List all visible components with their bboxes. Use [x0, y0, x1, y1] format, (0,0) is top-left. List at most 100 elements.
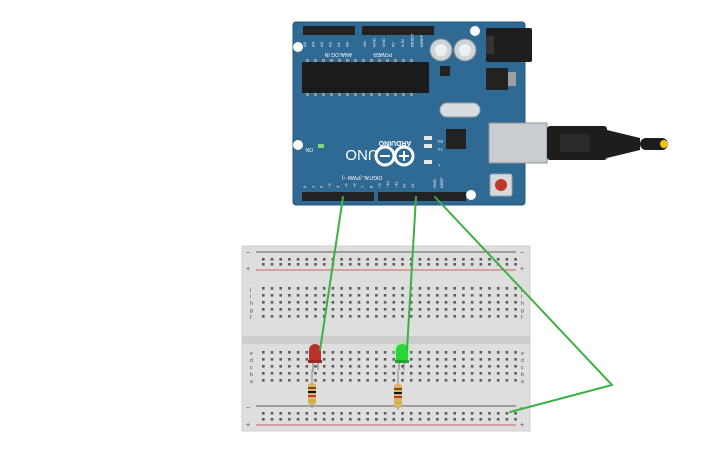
breadboard-hole[interactable]: [418, 372, 422, 375]
breadboard-hole[interactable]: [314, 301, 317, 304]
breadboard-hole[interactable]: [496, 258, 500, 261]
breadboard-hole[interactable]: [314, 263, 317, 266]
breadboard-hole[interactable]: [262, 263, 265, 266]
breadboard-hole[interactable]: [296, 258, 300, 261]
breadboard-hole[interactable]: [418, 358, 422, 361]
breadboard-hole[interactable]: [262, 308, 265, 311]
breadboard-hole[interactable]: [436, 418, 439, 421]
breadboard-hole[interactable]: [418, 412, 422, 415]
breadboard-hole[interactable]: [401, 418, 404, 421]
breadboard-hole[interactable]: [340, 365, 343, 368]
breadboard-hole[interactable]: [462, 358, 465, 361]
breadboard-hole[interactable]: [514, 351, 517, 354]
breadboard-hole[interactable]: [296, 263, 300, 266]
breadboard-hole[interactable]: [427, 258, 430, 261]
digital-header-low[interactable]: [302, 192, 374, 201]
breadboard-hole[interactable]: [349, 358, 352, 361]
breadboard-hole[interactable]: [375, 258, 378, 261]
breadboard-hole[interactable]: [314, 379, 317, 382]
breadboard-hole[interactable]: [322, 263, 326, 266]
breadboard-hole[interactable]: [262, 287, 265, 290]
breadboard-hole[interactable]: [444, 351, 448, 354]
breadboard-hole[interactable]: [270, 418, 274, 421]
breadboard-hole[interactable]: [453, 379, 456, 382]
breadboard-hole[interactable]: [375, 365, 378, 368]
breadboard-hole[interactable]: [392, 365, 396, 368]
breadboard-hole[interactable]: [340, 372, 343, 375]
breadboard-hole[interactable]: [288, 365, 291, 368]
breadboard-hole[interactable]: [340, 315, 343, 318]
breadboard-hole[interactable]: [288, 315, 291, 318]
breadboard-hole[interactable]: [392, 412, 396, 415]
breadboard-hole[interactable]: [505, 263, 509, 266]
breadboard-hole[interactable]: [401, 294, 404, 297]
breadboard-hole[interactable]: [375, 412, 378, 415]
breadboard-hole[interactable]: [288, 258, 291, 261]
breadboard-hole[interactable]: [479, 301, 483, 304]
breadboard-hole[interactable]: [444, 287, 448, 290]
breadboard-hole[interactable]: [505, 258, 509, 261]
breadboard-hole[interactable]: [296, 294, 300, 297]
breadboard-hole[interactable]: [453, 412, 456, 415]
breadboard-hole[interactable]: [462, 365, 465, 368]
breadboard-hole[interactable]: [479, 258, 483, 261]
breadboard-hole[interactable]: [514, 301, 517, 304]
breadboard-hole[interactable]: [305, 263, 309, 266]
breadboard-hole[interactable]: [444, 258, 448, 261]
breadboard-hole[interactable]: [357, 379, 361, 382]
breadboard-hole[interactable]: [427, 418, 430, 421]
breadboard-hole[interactable]: [314, 365, 317, 368]
breadboard-hole[interactable]: [288, 287, 291, 290]
breadboard-hole[interactable]: [462, 351, 465, 354]
breadboard-hole[interactable]: [270, 358, 274, 361]
breadboard-hole[interactable]: [479, 365, 483, 368]
breadboard-hole[interactable]: [383, 263, 387, 266]
breadboard-hole[interactable]: [357, 263, 361, 266]
breadboard-hole[interactable]: [514, 358, 517, 361]
breadboard-hole[interactable]: [479, 372, 483, 375]
breadboard-hole[interactable]: [366, 301, 369, 304]
wire-pin6-to-red-led[interactable]: [319, 196, 344, 351]
breadboard-hole[interactable]: [383, 372, 387, 375]
breadboard-hole[interactable]: [514, 418, 517, 421]
breadboard-hole[interactable]: [340, 301, 343, 304]
breadboard-hole[interactable]: [366, 263, 369, 266]
breadboard-hole[interactable]: [288, 372, 291, 375]
breadboard-hole[interactable]: [479, 287, 483, 290]
breadboard-hole[interactable]: [383, 351, 387, 354]
breadboard-hole[interactable]: [479, 263, 483, 266]
breadboard-hole[interactable]: [305, 308, 309, 311]
breadboard-hole[interactable]: [366, 379, 369, 382]
breadboard-hole[interactable]: [340, 379, 343, 382]
breadboard-hole[interactable]: [427, 294, 430, 297]
breadboard-hole[interactable]: [262, 358, 265, 361]
breadboard-hole[interactable]: [288, 351, 291, 354]
breadboard-hole[interactable]: [349, 412, 352, 415]
breadboard-hole[interactable]: [270, 412, 274, 415]
breadboard-hole[interactable]: [279, 418, 282, 421]
breadboard-hole[interactable]: [279, 308, 282, 311]
breadboard-hole[interactable]: [505, 365, 509, 368]
breadboard-hole[interactable]: [305, 294, 309, 297]
breadboard-hole[interactable]: [453, 315, 456, 318]
breadboard-hole[interactable]: [427, 287, 430, 290]
breadboard-hole[interactable]: [322, 412, 326, 415]
breadboard-hole[interactable]: [296, 379, 300, 382]
resistor-green-led[interactable]: [394, 370, 402, 410]
breadboard-hole[interactable]: [331, 372, 335, 375]
breadboard-hole[interactable]: [270, 263, 274, 266]
breadboard-hole[interactable]: [357, 258, 361, 261]
breadboard-hole[interactable]: [453, 358, 456, 361]
breadboard-hole[interactable]: [349, 263, 352, 266]
breadboard-hole[interactable]: [314, 308, 317, 311]
breadboard-hole[interactable]: [496, 358, 500, 361]
breadboard-hole[interactable]: [409, 365, 413, 368]
breadboard-hole[interactable]: [270, 294, 274, 297]
breadboard-hole[interactable]: [409, 351, 413, 354]
breadboard-hole[interactable]: [453, 418, 456, 421]
breadboard-hole[interactable]: [479, 294, 483, 297]
breadboard-hole[interactable]: [375, 418, 378, 421]
breadboard-hole[interactable]: [357, 294, 361, 297]
breadboard-hole[interactable]: [314, 372, 317, 375]
breadboard-hole[interactable]: [270, 365, 274, 368]
